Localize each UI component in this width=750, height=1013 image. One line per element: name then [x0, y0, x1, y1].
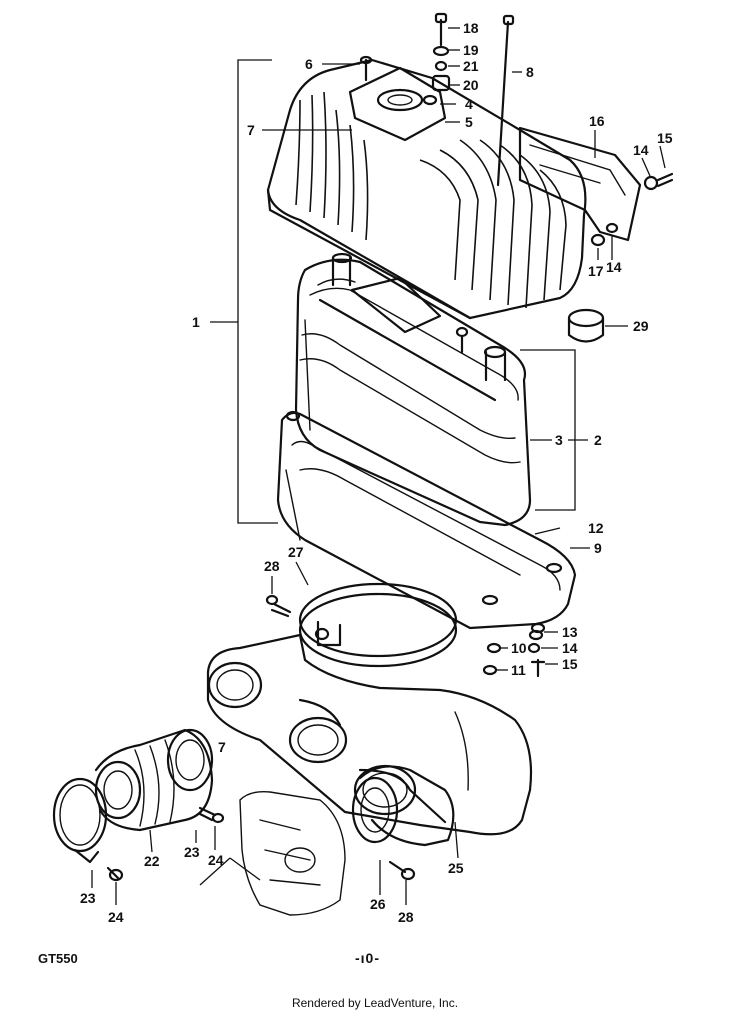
callout-15-a: 15 [562, 656, 578, 672]
callout-19: 19 [463, 42, 479, 58]
callout-5: 5 [465, 114, 473, 130]
callout-26: 26 [370, 896, 386, 912]
callout-14-b: 14 [633, 142, 649, 158]
callout-3: 3 [555, 432, 563, 448]
page-number: -ı0- [355, 950, 380, 966]
callout-23-a: 23 [80, 890, 96, 906]
callout-8: 8 [526, 64, 534, 80]
hose-clamp-left [52, 777, 108, 864]
intake-tube-22 [94, 728, 214, 832]
callout-7-b: 7 [218, 739, 226, 755]
carburetor-outline [239, 790, 346, 916]
callout-20: 20 [463, 77, 479, 93]
model-label: GT550 [38, 951, 78, 966]
screw-6 [359, 55, 373, 82]
callout-21: 21 [463, 58, 479, 74]
callout-12: 12 [588, 520, 604, 536]
callout-24-b: 24 [208, 852, 224, 868]
rendered-by-credit: Rendered by LeadVenture, Inc. [291, 996, 459, 1010]
callout-2: 2 [594, 432, 602, 448]
intake-tube-right [351, 765, 455, 847]
callout-11: 11 [511, 662, 526, 678]
grommet-29 [567, 308, 605, 343]
long-bolt [496, 14, 515, 187]
callout-16: 16 [589, 113, 605, 129]
callout-7: 7 [247, 122, 255, 138]
callout-18: 18 [463, 20, 479, 36]
screw-28-left [265, 594, 292, 618]
callout-28-a: 28 [264, 558, 280, 574]
callout-4: 4 [465, 96, 473, 112]
callout-22: 22 [144, 853, 160, 869]
callout-24-a: 24 [108, 909, 124, 925]
callout-29: 29 [633, 318, 649, 334]
callout-10: 10 [511, 640, 527, 656]
callout-1: 1 [192, 314, 200, 330]
callout-14-a: 14 [562, 640, 578, 656]
callout-25: 25 [448, 860, 464, 876]
callout-17: 17 [588, 263, 604, 279]
breather-hardware [422, 12, 451, 106]
callout-15-b: 15 [657, 130, 673, 146]
callout-28-b: 28 [398, 909, 414, 925]
callout-9: 9 [594, 540, 602, 556]
callout-13: 13 [562, 624, 578, 640]
bracket-16 [518, 126, 642, 247]
intake-box-25 [206, 633, 533, 836]
air-cleaner-case [276, 410, 577, 634]
air-filter-element [294, 252, 532, 527]
callout-23-b: 23 [184, 844, 200, 860]
screws-lower [106, 806, 416, 882]
leader-lines [91, 27, 666, 905]
bolt-15-washer-14 [643, 172, 674, 191]
callout-14-c: 14 [606, 259, 622, 275]
callout-6: 6 [305, 56, 313, 72]
air-cleaner-cap [266, 58, 587, 320]
callout-labels: 1 2 3 4 5 6 7 8 9 10 11 12 13 14 14 14 1… [80, 20, 673, 925]
clamp-band-27 [298, 582, 458, 668]
callout-27: 27 [288, 544, 304, 560]
